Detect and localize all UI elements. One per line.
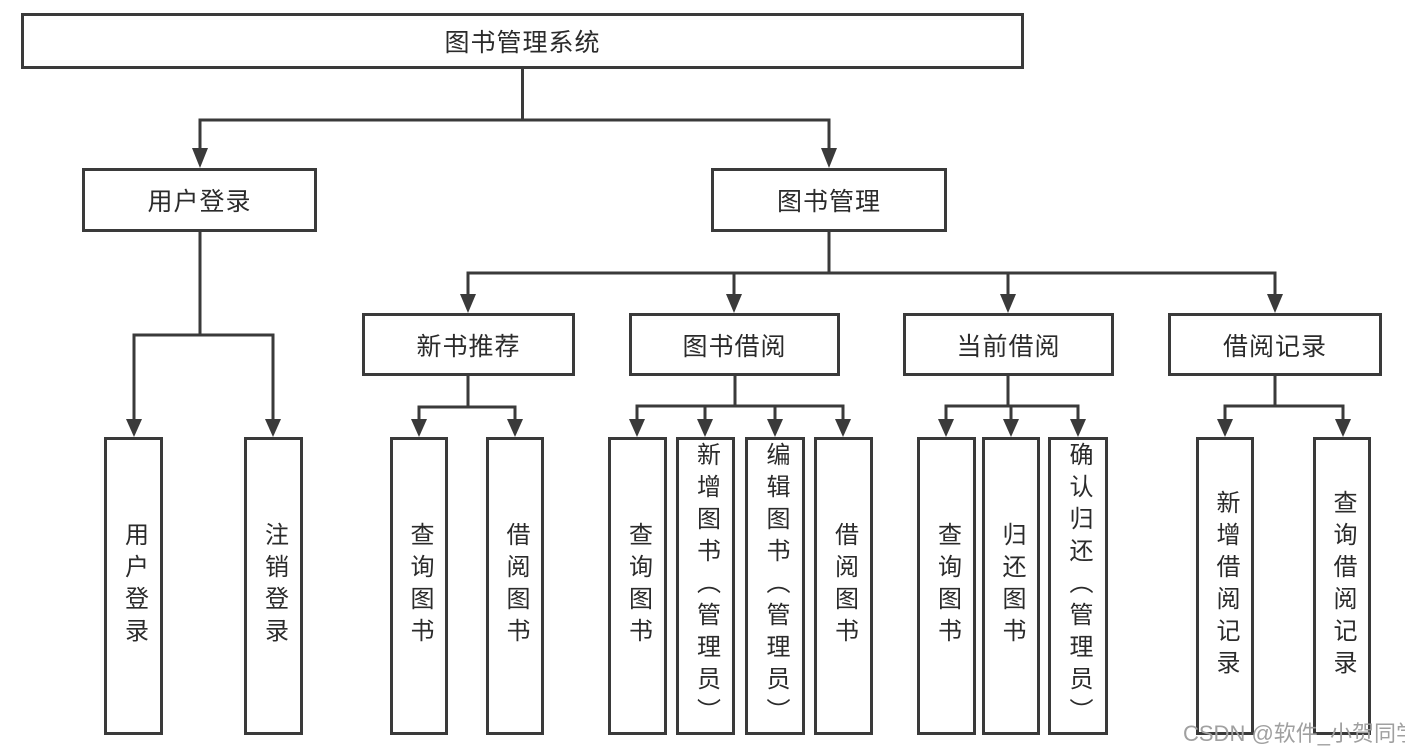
node-leaf-logout: 注销登录 xyxy=(244,437,303,735)
arrowhead-icon xyxy=(460,294,476,313)
node-leaf-user-login: 用户登录 xyxy=(104,437,163,735)
node-label: 借阅图书 xyxy=(502,522,529,650)
node-leaf-confirm-return-admin: 确认归还（管理员） xyxy=(1048,437,1108,735)
node-leaf-query-borrow-record: 查询借阅记录 xyxy=(1313,437,1371,735)
node-leaf-query-books-recommend: 查询图书 xyxy=(390,437,448,735)
arrowhead-icon xyxy=(1217,419,1233,437)
node-book-borrow: 图书借阅 xyxy=(629,313,840,376)
arrowhead-icon xyxy=(767,419,783,437)
node-label: 注销登录 xyxy=(260,522,288,650)
arrowhead-icon xyxy=(411,419,427,437)
arrowhead-icon xyxy=(835,419,851,437)
node-label: 查询图书 xyxy=(933,522,961,650)
node-label: 确认归还（管理员） xyxy=(1065,442,1092,730)
node-label: 新增图书（管理员） xyxy=(692,442,720,730)
node-leaf-return-books: 归还图书 xyxy=(982,437,1040,735)
node-label: 借阅图书 xyxy=(830,522,858,650)
node-leaf-query-books-borrow: 查询图书 xyxy=(608,437,667,735)
arrowhead-icon xyxy=(265,419,281,437)
arrowhead-icon xyxy=(507,419,523,437)
node-label: 查询图书 xyxy=(406,522,433,650)
arrowhead-icon xyxy=(1003,419,1019,437)
node-leaf-query-books-current: 查询图书 xyxy=(917,437,976,735)
node-label: 编辑图书（管理员） xyxy=(762,442,789,730)
node-leaf-borrow-books: 借阅图书 xyxy=(814,437,873,735)
node-leaf-edit-books-admin: 编辑图书（管理员） xyxy=(745,437,805,735)
node-label: 归还图书 xyxy=(998,522,1025,650)
arrowhead-icon xyxy=(629,419,645,437)
node-new-book-recommend: 新书推荐 xyxy=(362,313,575,376)
node-leaf-add-books-admin: 新增图书（管理员） xyxy=(676,437,735,735)
arrowhead-icon xyxy=(697,419,713,437)
arrowhead-icon xyxy=(821,148,837,168)
node-user-login-branch: 用户登录 xyxy=(82,168,317,232)
arrowhead-icon xyxy=(1335,419,1351,437)
csdn-watermark: CSDN @软件_小贺同学 xyxy=(1183,721,1405,746)
node-label: 查询图书 xyxy=(624,522,652,650)
node-book-management: 图书管理 xyxy=(711,168,947,232)
arrowhead-icon xyxy=(1000,294,1016,313)
arrowhead-icon xyxy=(1070,419,1086,437)
node-label: 用户登录 xyxy=(120,522,148,650)
node-label: 新增借阅记录 xyxy=(1212,490,1239,682)
arrowhead-icon xyxy=(1267,294,1283,313)
node-borrow-records: 借阅记录 xyxy=(1168,313,1382,376)
node-leaf-borrow-books-recommend: 借阅图书 xyxy=(486,437,544,735)
node-leaf-add-borrow-record: 新增借阅记录 xyxy=(1196,437,1254,735)
arrowhead-icon xyxy=(126,419,142,437)
node-current-borrow: 当前借阅 xyxy=(903,313,1114,376)
arrowhead-icon xyxy=(938,419,954,437)
node-library-system: 图书管理系统 xyxy=(21,13,1024,69)
node-label: 查询借阅记录 xyxy=(1329,490,1356,682)
arrowhead-icon xyxy=(192,148,208,168)
arrowhead-icon xyxy=(726,294,742,313)
